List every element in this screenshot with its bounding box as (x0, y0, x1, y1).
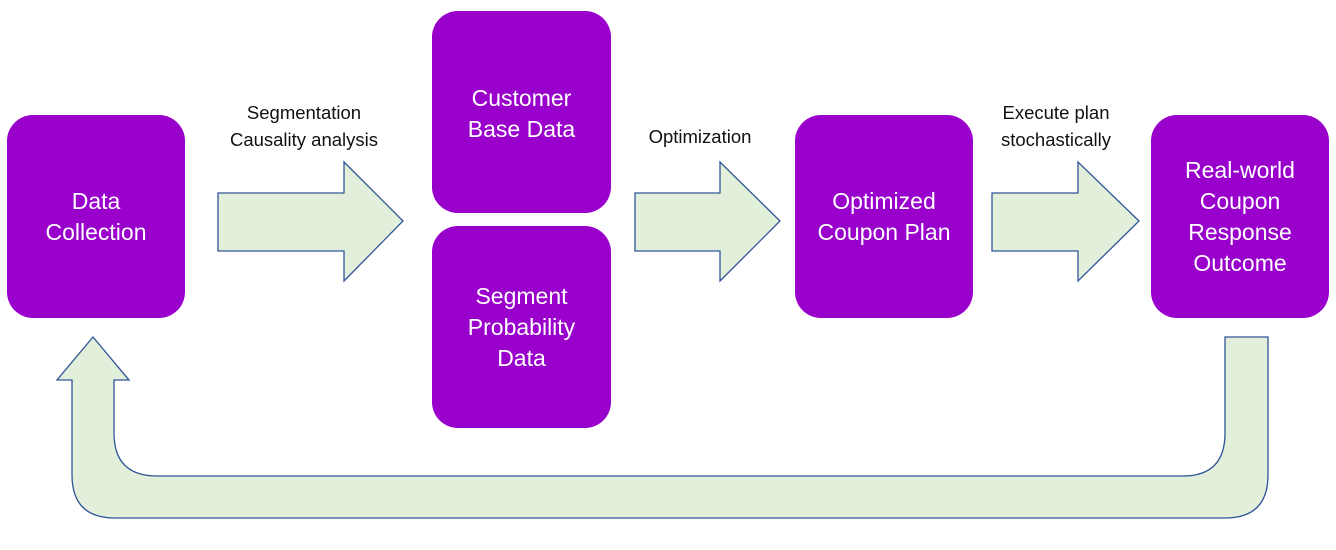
segment-probability-data-label: Segment Probability Data (467, 282, 576, 371)
arrow-segmentation (217, 160, 404, 283)
data-collection-label: Data Collection (45, 187, 147, 245)
arrow-optimization (634, 160, 781, 283)
customer-base-data-node: Customer Base Data (432, 11, 611, 213)
arrow-feedback (55, 335, 1269, 519)
arrow-execute (991, 160, 1140, 283)
optimized-coupon-plan-node: Optimized Coupon Plan (795, 115, 973, 318)
optimized-coupon-plan-label: Optimized Coupon Plan (817, 187, 951, 245)
segment-probability-data-node: Segment Probability Data (432, 226, 611, 428)
real-world-outcome-label: Real-world Coupon Response Outcome (1185, 156, 1295, 276)
customer-base-data-label: Customer Base Data (467, 85, 576, 142)
segmentation-label: Segmentation Causality analysis (229, 102, 379, 150)
data-collection-node: Data Collection (7, 115, 185, 318)
optimization-label: Optimization (648, 126, 752, 147)
execute-label: Execute plan stochastically (1000, 102, 1111, 150)
real-world-outcome-node: Real-world Coupon Response Outcome (1151, 115, 1329, 318)
